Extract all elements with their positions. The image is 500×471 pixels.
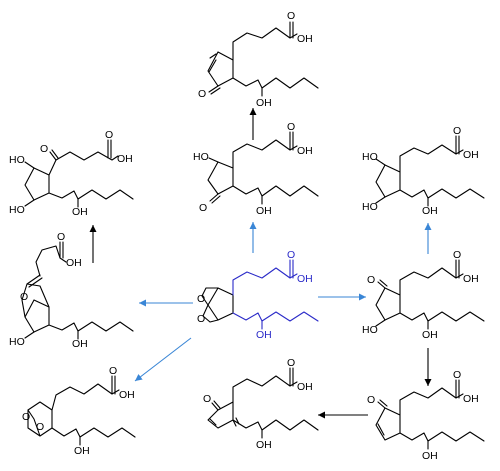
top-center-side-oh: OH	[256, 97, 272, 109]
bottom-center-acid-oh: OH	[297, 381, 313, 393]
bottom-left-carbonyl-o: O	[109, 365, 117, 377]
bottom-right-carbonyl-o: O	[453, 369, 461, 381]
top-middle-ho: HO	[193, 151, 209, 163]
structure-top-center: O OH O OH	[198, 10, 319, 109]
bottom-right-side-oh: OH	[422, 450, 438, 462]
bottom-left-side-oh: OH	[74, 445, 90, 457]
top-right-carbonyl-o: O	[453, 125, 461, 137]
top-right-side-oh: OH	[422, 205, 438, 217]
arrow-center-to-bottom-left	[134, 337, 192, 382]
left-middle-carbonyl-o: O	[57, 231, 65, 243]
top-right-ho-top: HO	[362, 151, 378, 163]
bottom-center-side-oh: OH	[256, 439, 272, 451]
top-left-ho-bottom: HO	[9, 204, 25, 216]
bottom-left-ring-o-center: O	[36, 421, 44, 433]
center-acid-oh: OH	[297, 273, 313, 285]
top-left-ketone-o: O	[40, 143, 48, 155]
right-middle-ketone-o: O	[367, 274, 375, 286]
structure-left-middle: O O OH HO OH	[9, 231, 134, 350]
left-middle-side-oh: OH	[72, 338, 88, 350]
bottom-center-ketone-o: O	[203, 393, 211, 405]
top-right-ho-bottom: HO	[362, 201, 378, 213]
structure-top-right: HO HO O OH OH	[362, 125, 485, 217]
left-middle-ho: HO	[9, 336, 25, 348]
right-middle-ho: HO	[362, 324, 378, 336]
bottom-right-ketone-o: O	[367, 394, 375, 406]
right-middle-acid-oh: OH	[463, 273, 479, 285]
right-middle-side-oh: OH	[422, 329, 438, 341]
structure-bottom-center: O O OH OH	[203, 357, 319, 451]
structure-right-middle: O HO O OH OH	[362, 249, 485, 341]
top-left-acid-oh: OH	[117, 153, 133, 165]
center-side-oh: OH	[256, 329, 272, 341]
top-middle-carbonyl-o: O	[287, 121, 295, 133]
top-left-side-oh: OH	[72, 206, 88, 218]
center-peroxide-o-bottom: O	[197, 313, 205, 325]
structure-top-left: HO HO O O OH OH	[9, 129, 134, 218]
top-middle-side-oh: OH	[256, 205, 272, 217]
right-middle-carbonyl-o: O	[453, 249, 461, 261]
left-middle-ring-o: O	[20, 291, 28, 303]
top-center-acid-oh: OH	[297, 33, 313, 45]
top-left-carbonyl-o: O	[105, 129, 113, 141]
structure-bottom-left: O O O OH OH	[22, 365, 136, 457]
top-center-carbonyl-o: O	[287, 10, 295, 22]
top-middle-acid-oh: OH	[297, 145, 313, 157]
bottom-left-acid-oh: OH	[119, 389, 135, 401]
structure-bottom-right: O O OH OH	[367, 369, 485, 462]
top-left-ho-top: HO	[9, 154, 25, 166]
structure-top-middle: HO O O OH OH	[193, 121, 319, 217]
left-middle-acid-oh: OH	[66, 257, 82, 269]
structure-center: O O O OH OH	[197, 249, 319, 341]
center-carbonyl-o: O	[287, 249, 295, 261]
bottom-center-carbonyl-o: O	[287, 357, 295, 369]
bottom-left-ring-o-left: O	[22, 411, 30, 423]
top-middle-ketone-o: O	[199, 202, 207, 214]
reaction-arrows	[89, 108, 432, 419]
bottom-right-acid-oh: OH	[463, 393, 479, 405]
top-right-acid-oh: OH	[463, 149, 479, 161]
top-center-ketone-o: O	[198, 88, 206, 100]
center-peroxide-o-top: O	[197, 293, 205, 305]
